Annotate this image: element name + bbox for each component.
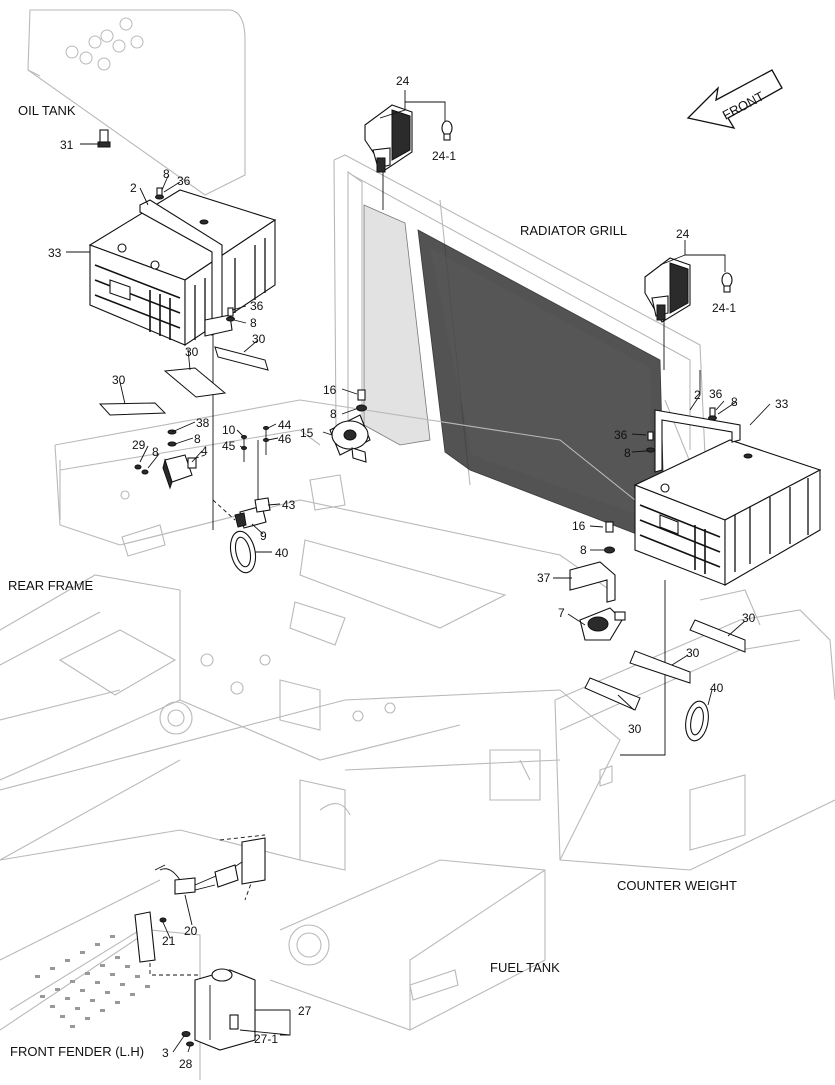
callout-8-bracket: 8 (580, 543, 587, 557)
swing-platform-outline (0, 689, 621, 871)
callout-8-right: 8 (624, 446, 631, 460)
part-7-flasher (579, 607, 626, 641)
part-8-36-fasteners-right (646, 407, 717, 453)
part-33-right-battery (633, 439, 822, 586)
callout-28: 28 (179, 1057, 193, 1071)
callout-7: 7 (558, 606, 565, 620)
callout-27: 27 (298, 1004, 312, 1018)
fuel-tank-outline (269, 859, 546, 1031)
callout-8-top: 8 (163, 167, 170, 181)
callout-37: 37 (537, 571, 551, 585)
part-21-bracket (134, 911, 156, 963)
callout-24-left: 24 (396, 74, 410, 88)
callout-43: 43 (282, 498, 296, 512)
part-8-36-fasteners-left (155, 187, 235, 322)
callout-8-horn: 8 (330, 407, 337, 421)
callout-8-29: 8 (152, 445, 159, 459)
part-20-harness (154, 834, 266, 923)
part-2-right-bracket (654, 409, 741, 473)
callout-30-d: 30 (742, 611, 756, 625)
callout-31: 31 (60, 138, 74, 152)
callout-30-a: 30 (185, 345, 199, 359)
part-3-28-fasteners (181, 1031, 194, 1047)
part-24-work-lamp-right (644, 257, 691, 323)
callout-36-right-top: 36 (709, 387, 723, 401)
label-front-fender: FRONT FENDER (L.H) (10, 1044, 144, 1059)
part-9-module (234, 426, 271, 529)
callout-24-1-left: 24-1 (432, 149, 456, 163)
front-direction-arrow (686, 69, 783, 129)
callout-24-right: 24 (676, 227, 690, 241)
callout-27-1: 27-1 (254, 1032, 278, 1046)
part-24-1-bulb-right (721, 272, 733, 293)
label-radiator-grill: RADIATOR GRILL (520, 223, 627, 238)
callout-20: 20 (184, 924, 198, 938)
callout-33-right: 33 (775, 397, 789, 411)
part-4-relay (134, 429, 197, 490)
callout-15: 15 (300, 426, 314, 440)
callout-21: 21 (162, 934, 176, 948)
callout-2-right: 2 (694, 388, 701, 402)
callout-24-1-right: 24-1 (712, 301, 736, 315)
part-2-left-bracket (139, 199, 233, 337)
callout-8-relay: 8 (194, 432, 201, 446)
callout-45: 45 (222, 439, 236, 453)
callout-40-left: 40 (275, 546, 289, 560)
callout-30-e: 30 (686, 646, 700, 660)
callout-36-top: 36 (177, 174, 191, 188)
callout-16-bracket: 16 (572, 519, 586, 533)
part-24-1-bulb-left (441, 120, 453, 141)
label-oil-tank: OIL TANK (18, 103, 76, 118)
callout-33-left: 33 (48, 246, 62, 260)
callout-9: 9 (260, 529, 267, 543)
part-31-sensor (97, 129, 111, 148)
label-fuel-tank: FUEL TANK (490, 960, 560, 975)
callout-3: 3 (162, 1046, 169, 1060)
callout-36-right: 36 (614, 428, 628, 442)
label-counter-weight: COUNTER WEIGHT (617, 878, 737, 893)
part-33-left-battery (88, 189, 277, 347)
callout-leaders (66, 90, 771, 1053)
callout-2-left: 2 (130, 181, 137, 195)
oil-tank-outline (27, 9, 246, 196)
radiator-mesh (363, 204, 666, 546)
callout-numbers: 31 33 2 8 36 36 8 30 30 30 24 24-1 24 24… (48, 74, 789, 1071)
part-15-horn (329, 389, 371, 463)
callout-10: 10 (222, 423, 236, 437)
callout-40-right: 40 (710, 681, 724, 695)
callout-46: 46 (278, 432, 292, 446)
part-40-grommets (229, 530, 709, 742)
callout-44: 44 (278, 418, 292, 432)
part-24-work-lamp-left (364, 104, 413, 173)
part-37-bracket (569, 521, 616, 603)
callout-8-left: 8 (250, 316, 257, 330)
label-rear-frame: REAR FRAME (8, 578, 94, 593)
callout-30-c: 30 (112, 373, 126, 387)
callout-16-horn: 16 (323, 383, 337, 397)
callout-4: 4 (201, 444, 208, 458)
part-27-washer-tank (194, 968, 256, 1051)
callout-8-right-top: 8 (731, 395, 738, 409)
callout-30-b: 30 (252, 332, 266, 346)
part-30-pads (98, 346, 746, 711)
callout-30-f: 30 (628, 722, 642, 736)
callout-38: 38 (196, 416, 210, 430)
callout-36-left: 36 (250, 299, 264, 313)
callout-29: 29 (132, 438, 146, 452)
